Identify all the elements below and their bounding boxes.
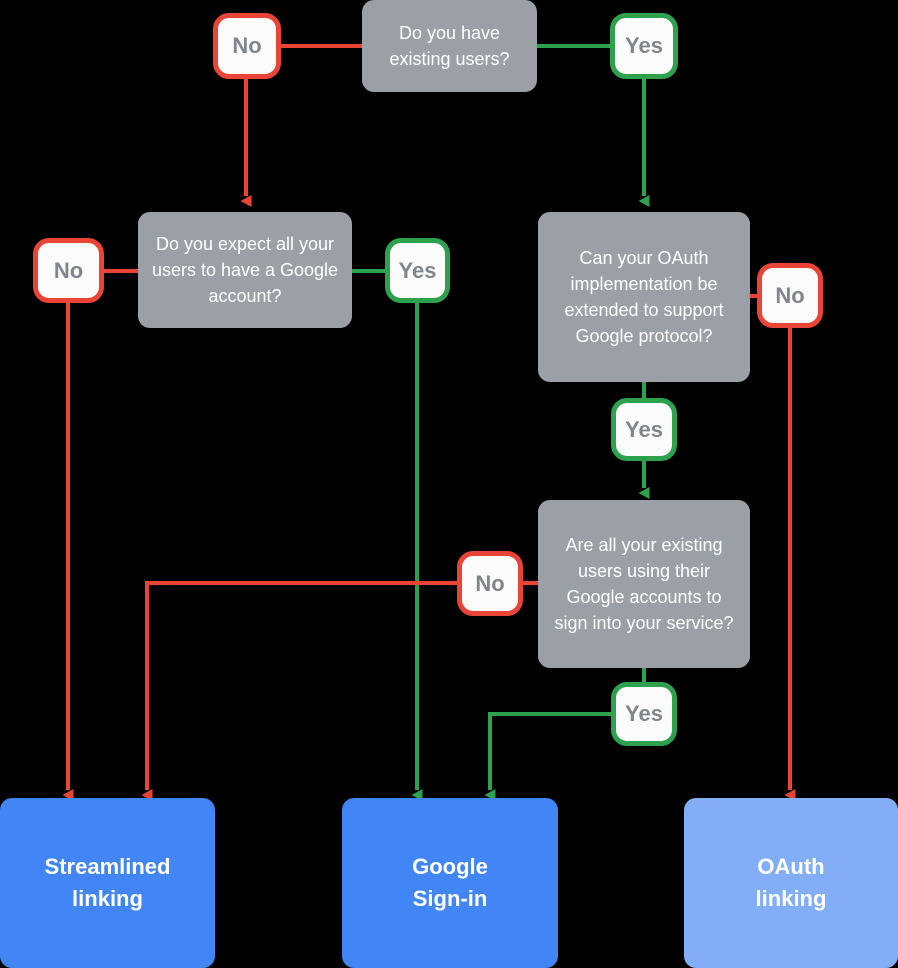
edge-label-no-google-account[interactable]: No: [33, 238, 104, 303]
decision-oauth-extendable[interactable]: Can your OAuth implementation be extende…: [538, 212, 750, 382]
result-line-2: Sign-in: [412, 886, 488, 911]
edge-label-text: No: [53, 257, 84, 283]
result-line-1: Google: [412, 854, 488, 879]
decision-oauth-extendable-label: Can your OAuth implementation be extende…: [564, 248, 724, 346]
result-line-1: Streamlined: [44, 854, 171, 879]
result-line-1: OAuth: [757, 854, 825, 879]
edge-label-text: Yes: [625, 33, 663, 58]
decision-google-account-label: Do you expect all your users to have a G…: [151, 234, 339, 306]
decision-existing-users-label: Do you have existing users?: [389, 23, 510, 69]
edge-label-yes-existing-users[interactable]: Yes: [610, 13, 678, 79]
edge-label-text: No: [775, 282, 805, 308]
result-google-signin[interactable]: Google Sign-in: [342, 798, 558, 968]
result-streamlined-linking-text: Streamlined linking: [45, 851, 171, 915]
edge-label-yes-users-google-signin[interactable]: Yes: [611, 682, 677, 746]
edge-label-text: No: [475, 570, 505, 596]
edge-d4-yes-to-google-signin: [484, 712, 611, 801]
result-line-2: linking: [72, 886, 143, 911]
result-line-2: linking: [755, 886, 827, 911]
result-google-signin-text: Google Sign-in: [412, 851, 488, 915]
edge-label-text: Yes: [625, 701, 663, 726]
decision-google-account[interactable]: Do you expect all your users to have a G…: [138, 212, 352, 328]
edge-label-yes-google-account[interactable]: Yes: [385, 238, 450, 303]
result-streamlined-linking[interactable]: Streamlined linking: [0, 798, 215, 968]
edge-label-no-oauth-extendable[interactable]: No: [757, 263, 823, 328]
edge-label-no-existing-users[interactable]: No: [213, 13, 281, 79]
result-oauth-linking[interactable]: OAuth linking: [684, 798, 898, 968]
edge-label-no-users-google-signin[interactable]: No: [457, 551, 523, 616]
edge-label-text: Yes: [625, 416, 663, 442]
edge-label-text: Yes: [398, 257, 437, 283]
edge-d4-no-to-streamlined: [141, 581, 457, 801]
decision-users-google-signin[interactable]: Are all your existing users using their …: [538, 500, 750, 668]
decision-users-google-signin-label: Are all your existing users using their …: [554, 535, 734, 633]
result-oauth-linking-text: OAuth linking: [756, 851, 827, 915]
edge-label-text: No: [232, 33, 262, 58]
decision-existing-users[interactable]: Do you have existing users?: [362, 0, 537, 92]
edge-label-yes-oauth-extendable[interactable]: Yes: [611, 398, 677, 461]
